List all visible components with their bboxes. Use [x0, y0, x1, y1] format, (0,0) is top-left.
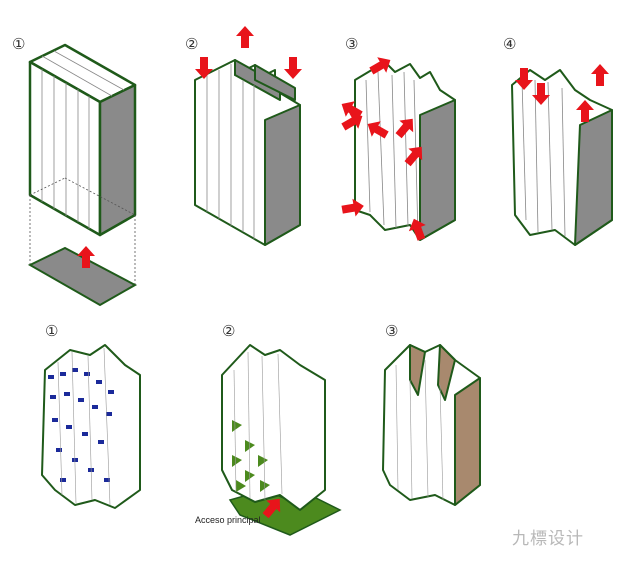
step-label: ④	[503, 36, 517, 53]
step-label: ①	[12, 36, 26, 53]
option-label: ②	[222, 323, 236, 340]
step-label: ②	[185, 36, 199, 53]
facade-option-2	[221, 344, 326, 511]
step2-building	[194, 59, 301, 246]
site-plate	[27, 246, 138, 307]
step3-building	[354, 61, 456, 241]
access-label: Acceso principal	[195, 515, 261, 525]
watermark: 九標设计	[512, 529, 584, 549]
facade-option-3	[382, 344, 481, 506]
ground-projection	[29, 177, 136, 285]
option-label: ①	[45, 323, 59, 340]
step-label: ③	[345, 36, 359, 53]
option-label: ③	[385, 323, 399, 340]
blue-panels	[48, 368, 114, 482]
step1-box	[28, 43, 137, 237]
facade-option-1	[41, 344, 141, 509]
